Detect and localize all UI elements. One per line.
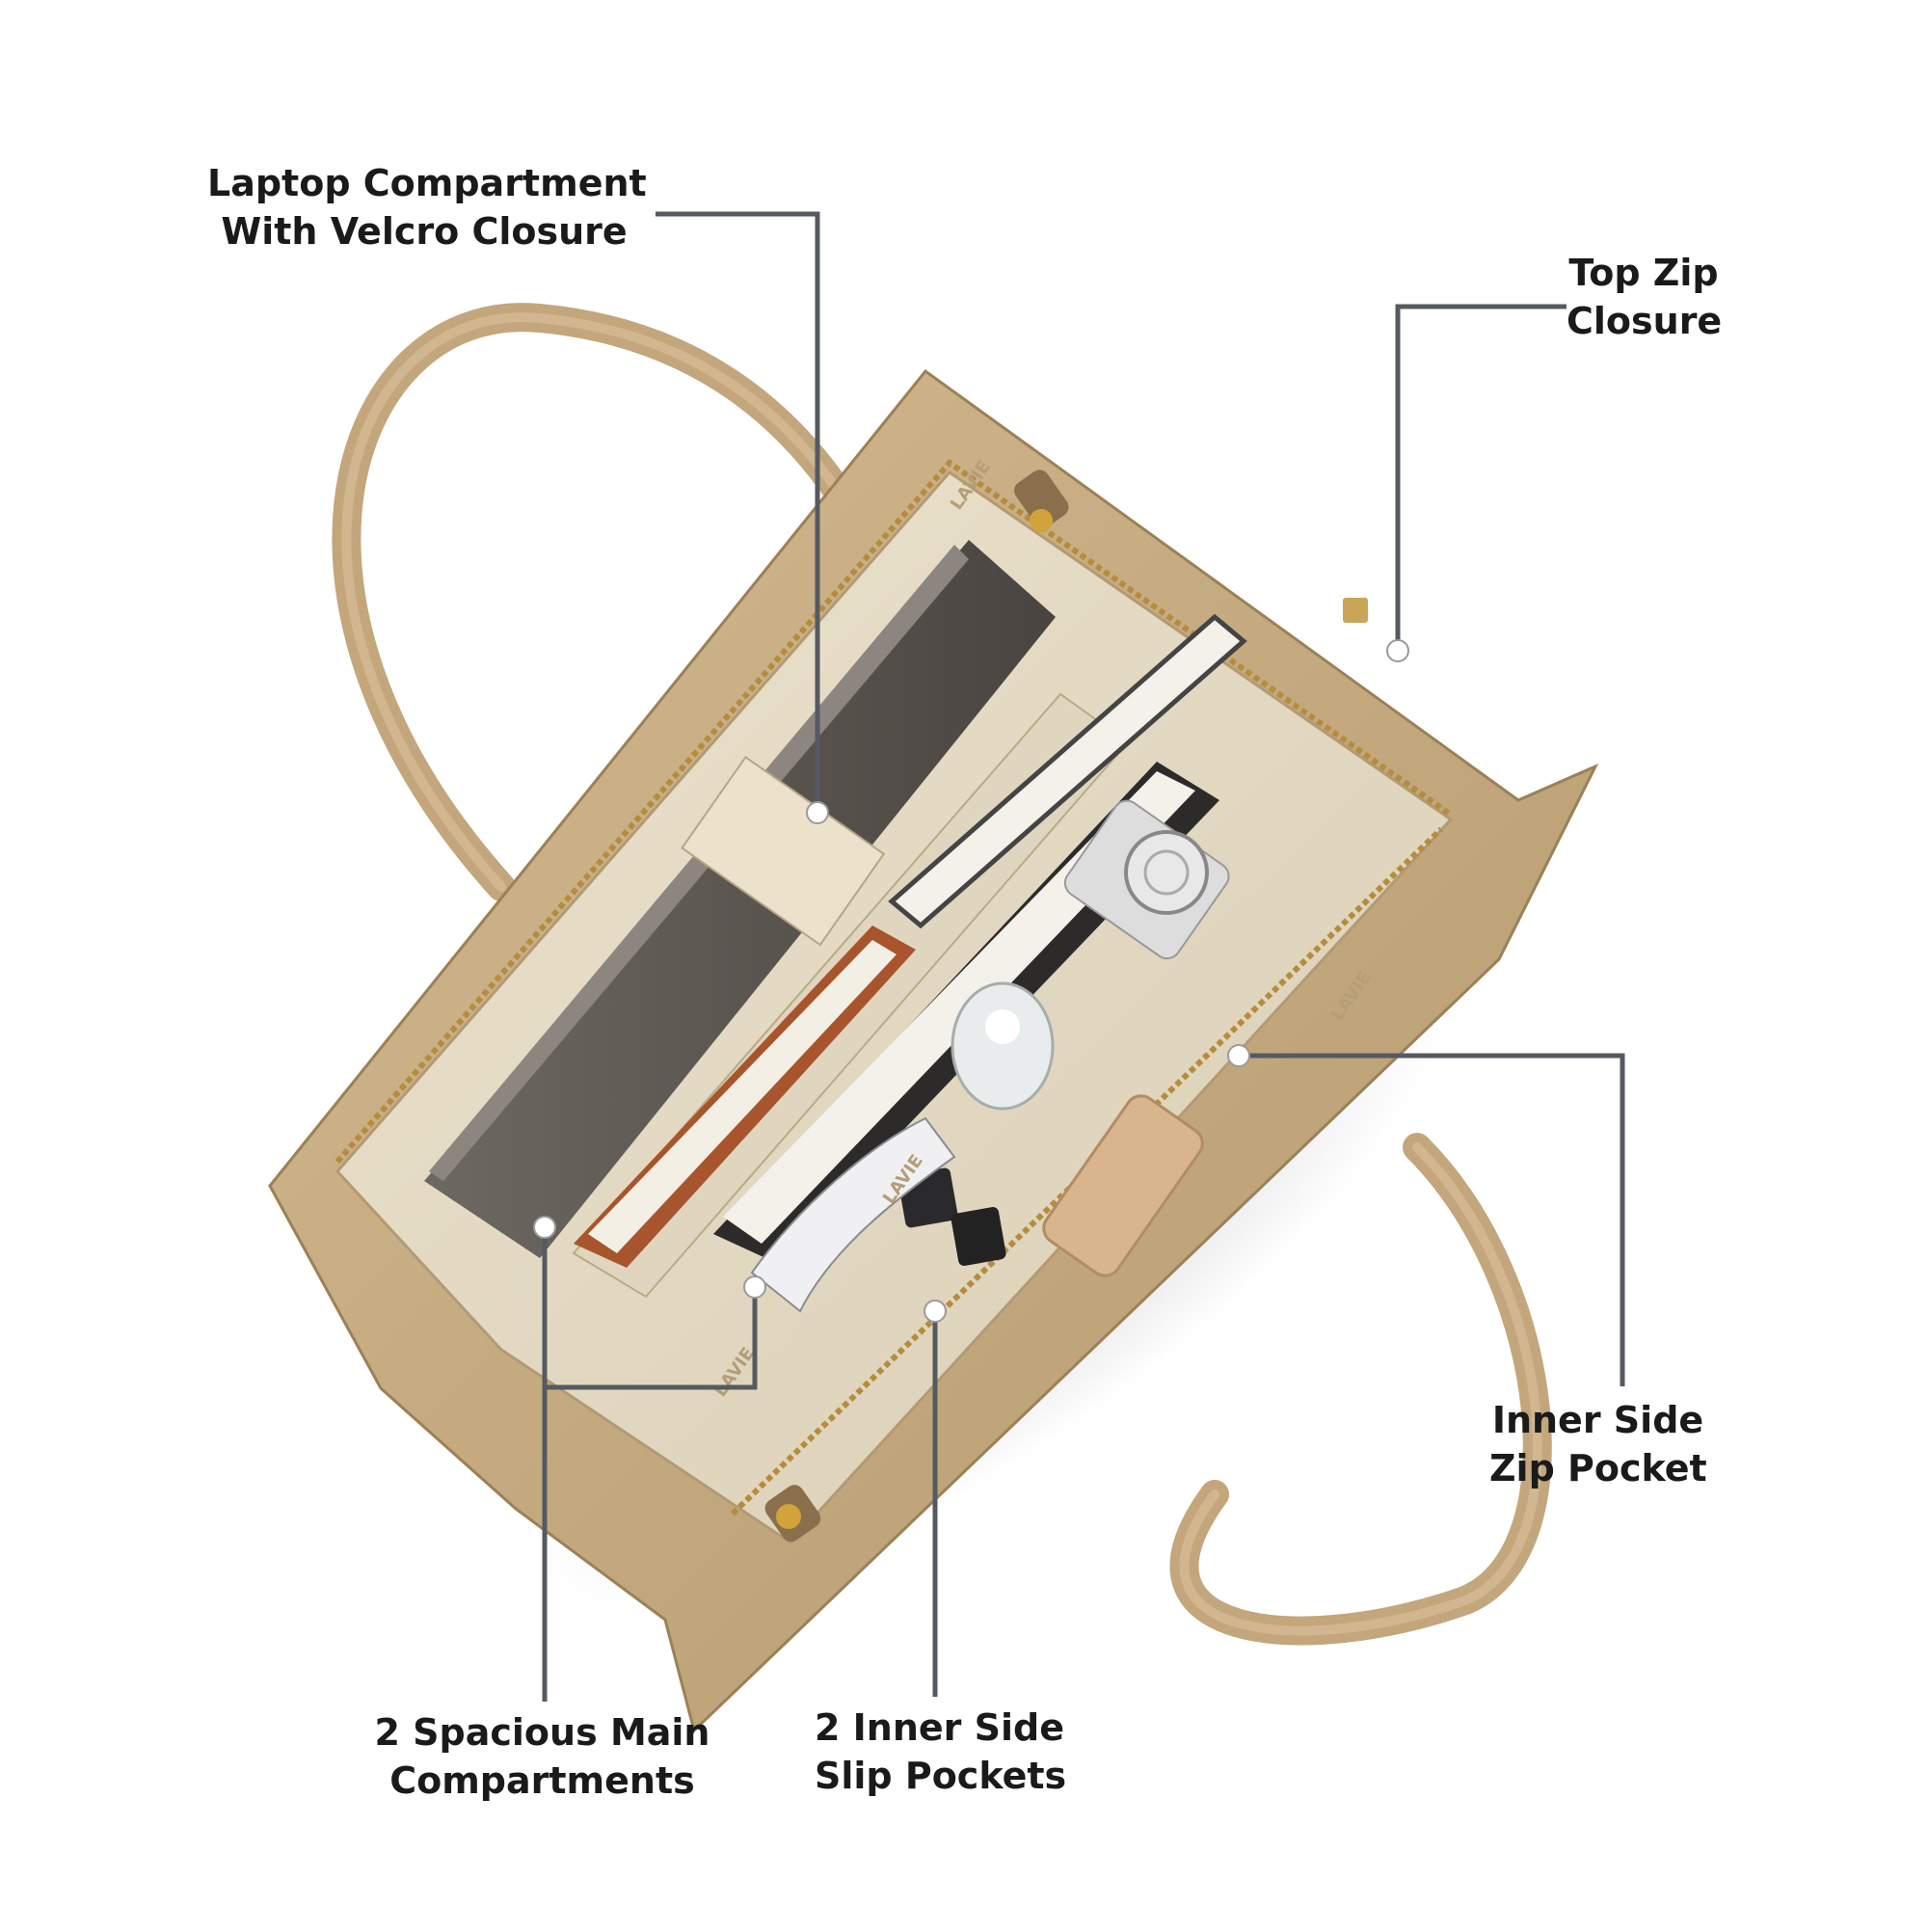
callout-laptop-compartment: Laptop Compartment With Velcro Closure [207,159,647,255]
leader-zip [1395,304,1566,651]
callout-inner-line2: Zip Pocket [1489,1447,1707,1489]
leader-inner [1239,1053,1625,1386]
small-items [750,799,1230,1313]
callout-main-compartments: 2 Spacious Main Compartments [371,1708,713,1805]
dot-main-2 [743,1275,766,1299]
leader-laptop [656,211,820,813]
laptop-compartment [424,540,1056,1258]
callout-top-zip: Top Zip Closure [1566,249,1723,345]
dot-slip [924,1300,947,1323]
callout-laptop-line2: With Velcro Closure [221,210,628,253]
dot-zip [1386,639,1409,662]
callout-laptop-line1: Laptop Compartment [207,162,647,204]
leader-lines [542,211,1625,1702]
callout-main-line2: Compartments [389,1759,695,1802]
callout-zip-line2: Closure [1566,300,1723,342]
callout-main-line1: 2 Spacious Main [374,1711,710,1754]
leader-main [542,1227,758,1390]
callout-slip-pockets: 2 Inner Side Slip Pockets [815,1704,1067,1800]
callout-slip-line2: Slip Pockets [815,1755,1067,1797]
callout-inner-line1: Inner Side [1491,1399,1704,1441]
callout-zip-line1: Top Zip [1568,252,1719,294]
callout-dots [533,639,1409,1323]
dot-main-1 [533,1216,556,1239]
callout-slip-line1: 2 Inner Side [815,1706,1065,1749]
dot-laptop [806,801,829,824]
callout-inner-zip-pocket: Inner Side Zip Pocket [1489,1396,1707,1492]
dot-inner [1227,1044,1250,1067]
